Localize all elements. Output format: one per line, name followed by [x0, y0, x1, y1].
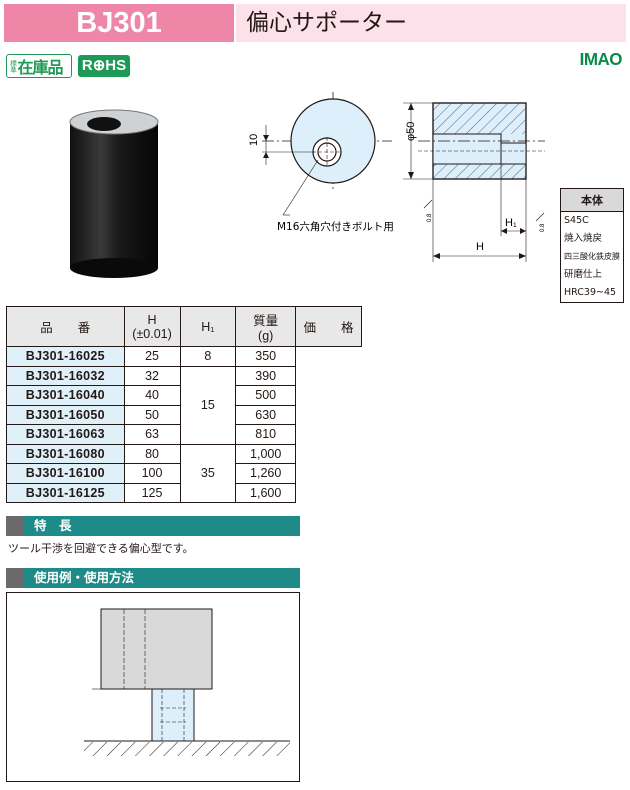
- table-row: BJ301-16040 40 500: [6, 385, 362, 406]
- dim-phi50-label: φ50: [405, 122, 417, 141]
- mass-cell: 630: [235, 404, 297, 425]
- product-name: 偏心サポーター: [236, 4, 626, 42]
- price-cell: [295, 346, 362, 503]
- spec-table: 品 番 H(±0.01) H₁ 質量(g) 価 格 BJ301-16025 25…: [6, 306, 362, 503]
- table-row: BJ301-16050 50 630: [6, 404, 362, 425]
- col-h-line2: (±0.01): [132, 326, 172, 341]
- mass-cell: 390: [235, 365, 297, 386]
- h-cell: 80: [123, 443, 181, 464]
- col-mass-line2: (g): [258, 329, 274, 343]
- part-no-cell: BJ301-16125: [6, 482, 125, 503]
- mass-cell: 1,600: [235, 482, 297, 503]
- h-cell: 125: [123, 482, 181, 503]
- part-no-cell: BJ301-16100: [6, 463, 125, 484]
- usage-title: 使用例・使用方法: [34, 570, 135, 585]
- part-no-cell: BJ301-16063: [6, 424, 125, 445]
- col-price: 価 格: [295, 306, 362, 347]
- table-row: BJ301-16063 63 810: [6, 424, 362, 445]
- features-title: 特 長: [34, 518, 72, 533]
- h-cell: 100: [123, 463, 181, 484]
- h1-cell: 8: [179, 346, 237, 367]
- material-line: 焼入焼戻: [564, 233, 603, 244]
- table-row: BJ301-16025 25 8 350: [6, 346, 362, 503]
- dim-h-label: H: [476, 241, 484, 253]
- part-no-cell: BJ301-16050: [6, 404, 125, 425]
- h-cell: 32: [123, 365, 181, 386]
- col-mass-line1: 質量: [253, 314, 279, 328]
- standard-label: 標準: [8, 59, 17, 73]
- material-line: 研磨仕上: [564, 269, 603, 280]
- mass-cell: 1,000: [235, 443, 297, 464]
- table-row: BJ301-16100 100 1,260: [6, 463, 362, 484]
- table-header-row: 品 番 H(±0.01) H₁ 質量(g) 価 格: [6, 306, 362, 347]
- product-code: BJ301: [4, 4, 234, 42]
- usage-section-bar: 使用例・使用方法: [6, 568, 300, 588]
- svg-text:0.8: 0.8: [427, 213, 433, 222]
- side-view-drawing: 0.8 0.8: [403, 102, 546, 262]
- standard-stock-badge: 標準 在庫品: [6, 54, 72, 78]
- material-line: S45C: [564, 215, 589, 226]
- mass-cell: 810: [235, 424, 297, 445]
- imao-logo: IMAO: [579, 49, 623, 70]
- part-no-cell: BJ301-16080: [6, 443, 125, 464]
- material-header: 本体: [561, 189, 623, 212]
- col-h-line1: H: [147, 312, 157, 327]
- part-no-cell: BJ301-16025: [6, 346, 125, 367]
- svg-text:0.8: 0.8: [540, 223, 546, 232]
- part-no-cell: BJ301-16032: [6, 365, 125, 386]
- mass-cell: 350: [235, 346, 297, 367]
- dim-10-label: 10: [248, 134, 260, 146]
- col-h: H(±0.01): [123, 306, 181, 347]
- features-text: ツール干渉を回避できる偏心型です。: [8, 542, 194, 555]
- features-section-bar: 特 長: [6, 516, 300, 536]
- section-tab: [6, 568, 24, 588]
- col-mass: 質量(g): [235, 306, 297, 347]
- part-no-cell: BJ301-16040: [6, 385, 125, 406]
- usage-example-drawing: [84, 608, 290, 756]
- section-tab: [6, 516, 24, 536]
- dim-h1-label: H₁: [505, 217, 517, 229]
- rohs-badge: R⊕HS: [78, 55, 130, 77]
- front-view-drawing: [262, 92, 392, 216]
- material-line: HRC39~45: [564, 287, 617, 298]
- material-line: 四三酸化鉄皮膜: [564, 252, 620, 261]
- material-box: 本体 S45C 焼入焼戻 四三酸化鉄皮膜 研磨仕上 HRC39~45: [560, 188, 624, 303]
- h-cell: 25: [123, 346, 181, 367]
- table-row: BJ301-16080 80 35 1,000: [6, 443, 362, 503]
- stock-label: 在庫品: [17, 58, 64, 77]
- col-part-no: 品 番: [6, 306, 125, 347]
- table-row: BJ301-16032 32 15 390: [6, 365, 362, 445]
- table-row: BJ301-16125 125 1,600: [6, 482, 362, 503]
- h-cell: 40: [123, 385, 181, 406]
- col-h1: H₁: [179, 306, 237, 347]
- h-cell: 63: [123, 424, 181, 445]
- h-cell: 50: [123, 404, 181, 425]
- mass-cell: 500: [235, 385, 297, 406]
- h1-cell: 35: [179, 443, 237, 503]
- bolt-note: M16六角穴付きボルト用: [277, 220, 394, 233]
- h1-cell: 15: [179, 365, 237, 445]
- product-photo: [69, 109, 159, 278]
- mass-cell: 1,260: [235, 463, 297, 484]
- usage-example-box: [6, 592, 300, 782]
